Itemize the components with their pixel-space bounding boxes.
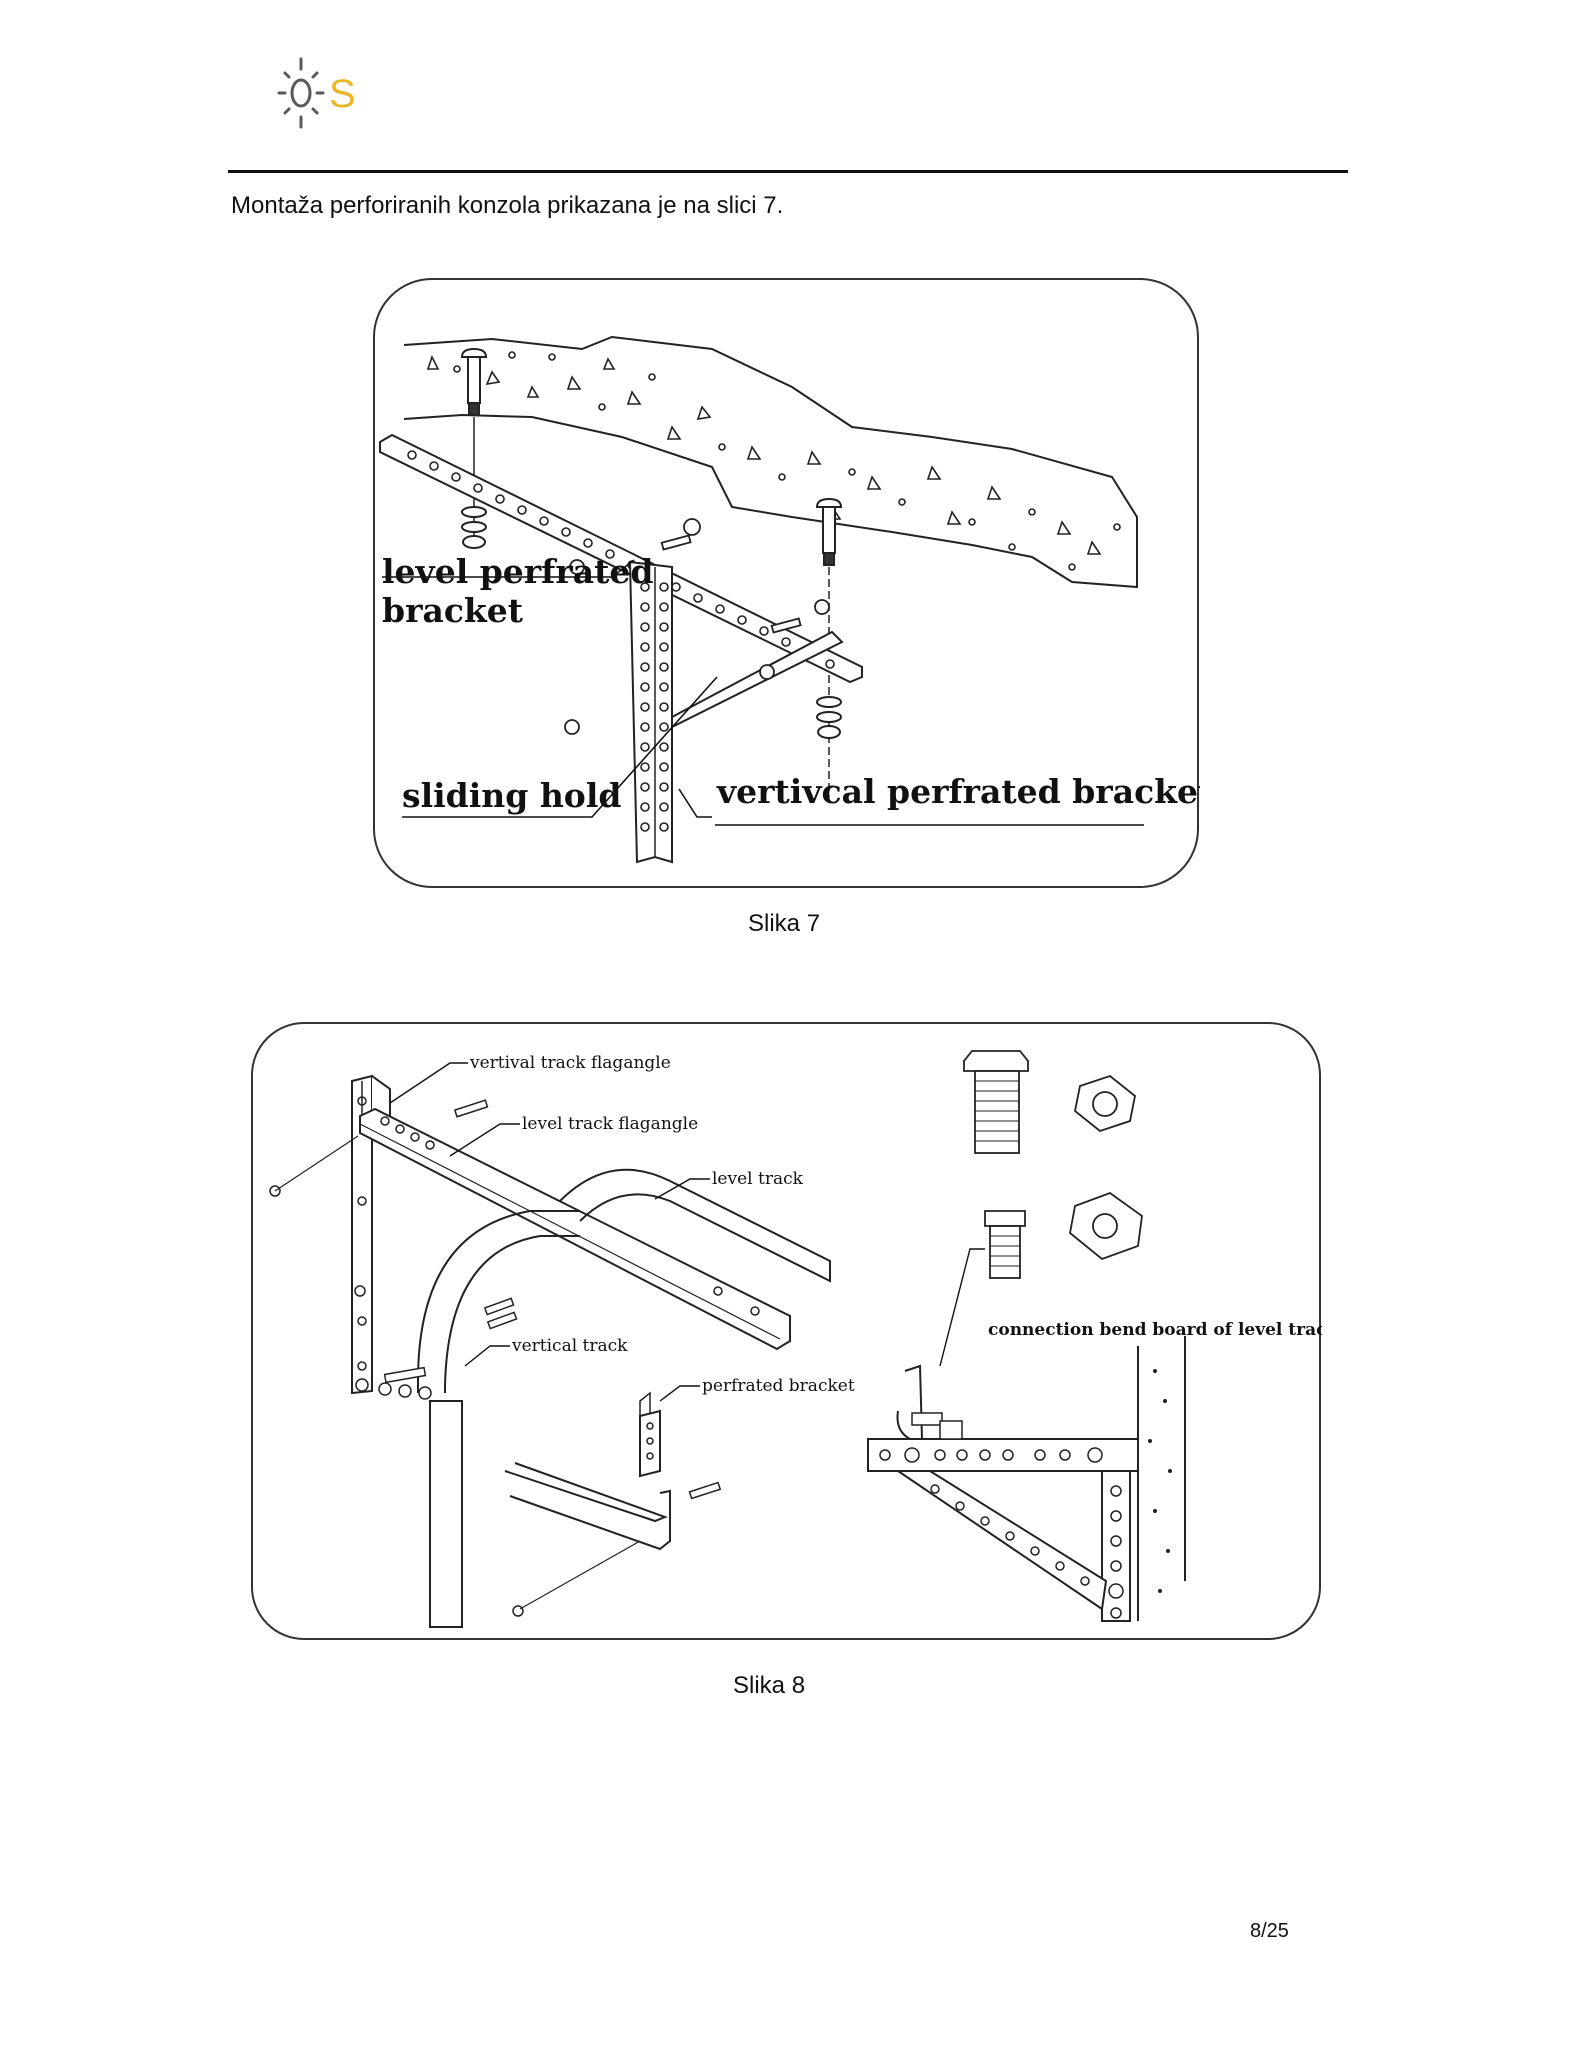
label-level-bracket-line2: bracket <box>382 591 524 630</box>
label-level-track: level track <box>712 1169 804 1189</box>
figure-7: level perfrated bracket sliding hold ver… <box>372 277 1200 889</box>
label-vertical-track: vertical track <box>511 1336 628 1356</box>
caption-figure-8: Slika 8 <box>733 1672 806 1699</box>
label-perfrated-bracket: perfrated bracket <box>702 1376 855 1396</box>
figure-8: vertival track flagangle level track fla… <box>250 1021 1322 1641</box>
label-sliding-hold: sliding hold <box>402 776 621 815</box>
sun-icon <box>277 57 325 129</box>
label-connection-bend-board: connection bend board of level track <box>988 1320 1322 1340</box>
company-logo: S <box>275 55 375 135</box>
intro-text: Montaža perforiranih konzola prikazana j… <box>231 192 784 219</box>
label-vertical-track-flagangle: vertival track flagangle <box>469 1053 671 1073</box>
label-vertical-bracket: vertivcal perfrated bracket <box>716 772 1200 811</box>
header-divider <box>228 170 1348 173</box>
page-number: 8/25 <box>1250 1920 1289 1942</box>
label-level-bracket-line1: level perfrated <box>382 552 653 591</box>
logo-letter: S <box>329 72 356 116</box>
caption-figure-7: Slika 7 <box>748 910 821 937</box>
label-level-track-flagangle: level track flagangle <box>522 1114 698 1134</box>
